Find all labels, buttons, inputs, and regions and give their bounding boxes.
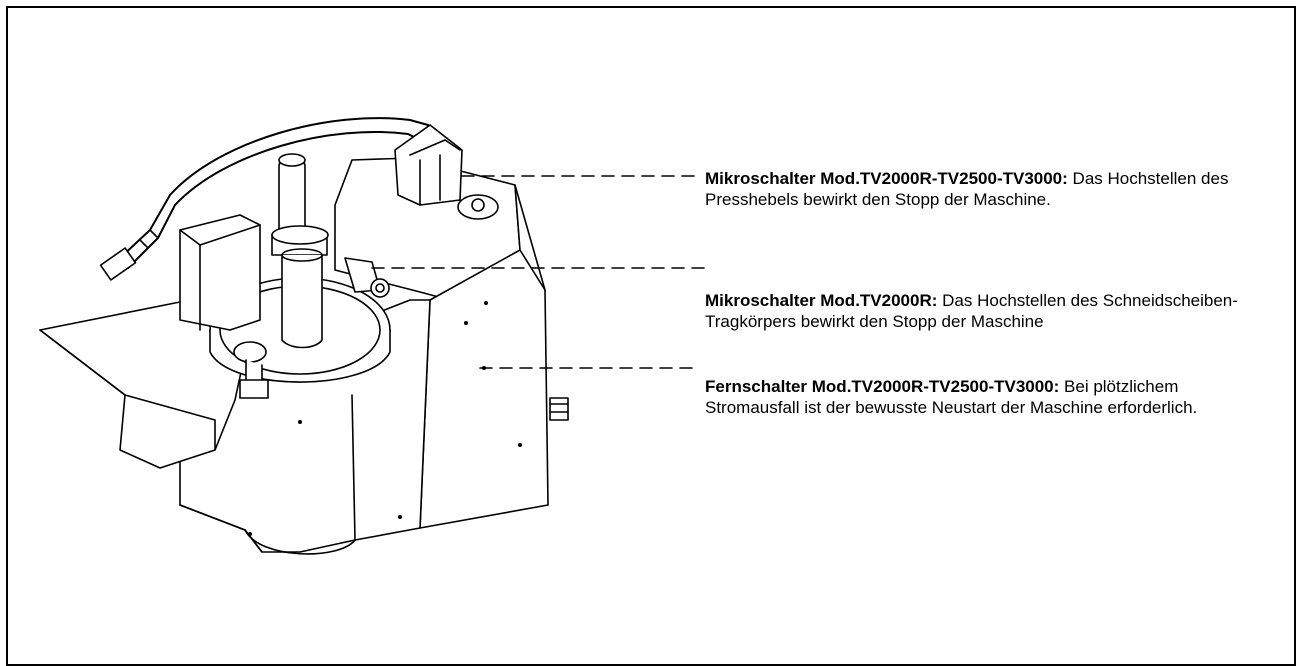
callout-lever-microswitch: Mikroschalter Mod.TV2000R-TV2500-TV3000:…	[705, 168, 1265, 210]
callout-remote-switch: Fernschalter Mod.TV2000R-TV2500-TV3000: …	[705, 376, 1265, 418]
press-lever	[99, 117, 429, 281]
locking-knob	[233, 341, 269, 399]
callout-title: Fernschalter Mod.TV2000R-TV2500-TV3000:	[705, 377, 1060, 396]
callout-text: Das Hochstellen des Presshebels bewirkt …	[705, 169, 1229, 209]
callout-text: Das Hochstellen des Schneidscheiben-Trag…	[705, 291, 1238, 331]
callout-title: Mikroschalter Mod.TV2000R:	[705, 291, 938, 310]
pusher-column	[271, 153, 329, 349]
top-switch	[457, 194, 499, 220]
callout-title: Mikroschalter Mod.TV2000R-TV2500-TV3000:	[705, 169, 1068, 188]
side-fitting	[549, 397, 569, 421]
callout-chamber-microswitch: Mikroschalter Mod.TV2000R: Das Hochstell…	[705, 290, 1265, 332]
leader-lines	[371, 175, 709, 369]
feed-chute	[179, 214, 261, 331]
vegetable-cutter-machine-drawing	[39, 117, 709, 555]
chamber-microswitch	[344, 257, 390, 298]
lever-microswitch	[394, 124, 463, 206]
callout-text: Bei plötzlichem Stromausfall ist der bew…	[705, 377, 1198, 417]
